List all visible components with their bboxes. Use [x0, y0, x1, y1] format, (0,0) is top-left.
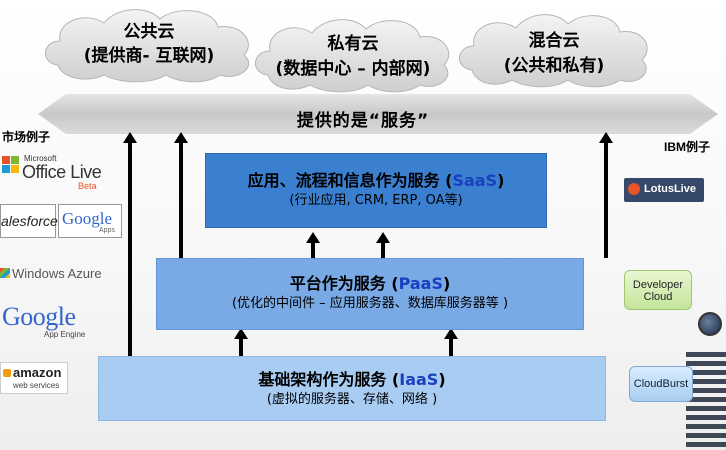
arrow-up	[123, 132, 137, 356]
cloudburst-button: CloudBurst	[629, 366, 693, 402]
office-live-logo: Microsoft Office Live Beta	[0, 150, 106, 192]
salesforce-text: alesforce	[1, 213, 58, 229]
ibm-examples-label: IBM例子	[664, 140, 710, 154]
market-examples-label: 市场例子	[2, 130, 51, 144]
layer-saas-subtitle: (行业应用, CRM, ERP, OA等)	[289, 193, 463, 208]
ibm-globe-icon	[698, 312, 722, 336]
office-icon	[2, 156, 20, 174]
google-apps-text: Google	[62, 209, 113, 228]
cloud-public: 公共云 (提供商- 互联网)	[38, 5, 260, 83]
office-big-text: Office Live	[22, 162, 102, 182]
cloud-shape	[45, 9, 250, 83]
layer-iaas-title-close: )	[438, 370, 446, 389]
office-small-text: Microsoft	[24, 154, 57, 163]
layer-paas: 平台作为服务 (PaaS) (优化的中间件 – 应用服务器、数据库服务器等 )	[156, 258, 584, 330]
amazon-web-services-logo: amazon web services	[0, 362, 68, 394]
salesforce-logo: alesforce	[0, 204, 58, 238]
developer-cloud-button: Developer Cloud	[624, 270, 692, 310]
google-apps-logo: Google Apps	[58, 204, 122, 238]
layer-saas: 应用、流程和信息作为服务 (SaaS) (行业应用, CRM, ERP, OA等…	[205, 153, 547, 228]
layer-paas-subtitle: (优化的中间件 – 应用服务器、数据库服务器等 )	[231, 296, 509, 311]
lotus-icon	[628, 183, 640, 195]
google-ae-text: Google	[2, 302, 76, 331]
cloud-shape	[255, 19, 450, 93]
cloud-private-title: 私有云	[327, 34, 379, 54]
arrow-up	[376, 232, 390, 258]
layer-paas-title-text: 平台作为服务 (	[289, 274, 399, 293]
developer-cloud-line1: Developer	[632, 279, 684, 291]
arrow-up	[174, 132, 188, 258]
cloud-private-subtitle: (数据中心 – 内部网)	[275, 59, 431, 79]
layer-paas-title: 平台作为服务 (PaaS)	[157, 273, 583, 295]
cloud-public-subtitle: (提供商- 互联网)	[83, 46, 215, 66]
layer-paas-title-close: )	[443, 274, 451, 293]
layer-saas-title-close: )	[497, 171, 505, 190]
arrow-up	[444, 328, 458, 356]
services-banner	[38, 94, 718, 134]
google-app-engine-logo: Google App Engine	[0, 302, 104, 340]
lotuslive-badge: LotusLive	[624, 178, 704, 202]
aws-cube-icon	[3, 369, 11, 377]
layer-paas-abbr: PaaS	[398, 274, 443, 293]
ibm-stripes-logo	[686, 352, 726, 450]
windows-azure-logo: Windows Azure	[0, 264, 110, 286]
office-beta-text: Beta	[78, 181, 97, 191]
cloudburst-text: CloudBurst	[633, 378, 689, 390]
layer-saas-title-text: 应用、流程和信息作为服务 (	[247, 171, 453, 190]
windows-icon	[0, 268, 10, 278]
amazon-sub: web services	[13, 381, 60, 390]
developer-cloud-line2: Cloud	[643, 291, 673, 303]
cloud-private: 私有云 (数据中心 – 内部网)	[248, 15, 458, 93]
cloud-public-title: 公共云	[123, 22, 175, 42]
layer-iaas-abbr: IaaS	[399, 370, 439, 389]
azure-text: Windows Azure	[12, 266, 102, 281]
cloud-hybrid-subtitle: (公共和私有)	[503, 56, 605, 76]
layer-iaas-subtitle: (虚拟的服务器、存储、网络 )	[266, 392, 438, 407]
arrow-up	[599, 132, 613, 258]
cloud-hybrid: 混合云 (公共和私有)	[452, 10, 656, 88]
layer-iaas-title-text: 基础架构作为服务 (	[258, 370, 400, 389]
layer-saas-abbr: SaaS	[452, 171, 498, 190]
google-apps-sub: Apps	[99, 227, 115, 234]
lotuslive-text: LotusLive	[644, 183, 696, 195]
arrow-up	[234, 328, 248, 356]
layer-saas-title: 应用、流程和信息作为服务 (SaaS)	[206, 170, 546, 192]
arrow-up	[306, 232, 320, 258]
cloud-hybrid-title: 混合云	[528, 31, 580, 51]
layer-iaas-title: 基础架构作为服务 (IaaS)	[99, 369, 605, 391]
services-banner-text: 提供的是“服务”	[296, 111, 430, 131]
layer-iaas: 基础架构作为服务 (IaaS) (虚拟的服务器、存储、网络 )	[98, 356, 606, 421]
google-ae-sub: App Engine	[44, 330, 86, 339]
cloud-shape	[459, 14, 648, 88]
amazon-text: amazon	[13, 365, 62, 380]
